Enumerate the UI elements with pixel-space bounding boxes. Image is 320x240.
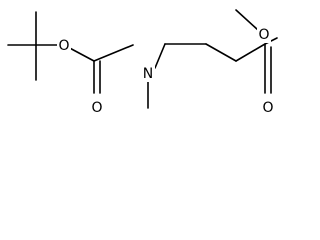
bond-nitrogen-to-chain: [154, 43, 166, 69]
bond-chain-2: [205, 43, 237, 62]
bond-carbonyl-to-nitrogen: [93, 44, 134, 62]
atom-oxygen-carbamate-carbonyl: O: [91, 100, 102, 116]
chemical-structure-diagram: O O N O O: [7, 9, 278, 116]
atom-oxygen-methyl-ester: O: [258, 27, 269, 43]
atom-oxygen-ester-ether: O: [58, 38, 69, 54]
atom-oxygen-ester-carbonyl: O: [262, 100, 273, 116]
bond-ester-methyl: [235, 9, 259, 31]
atom-nitrogen: N: [143, 66, 153, 82]
bond-chain-3: [235, 43, 266, 62]
